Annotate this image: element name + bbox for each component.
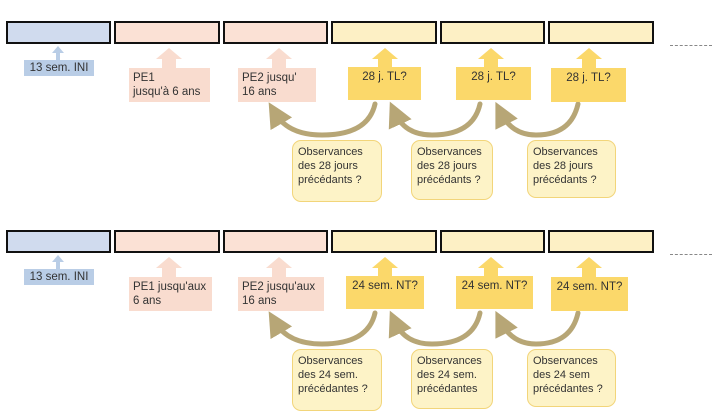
up-arrow-tl-3 [576,48,602,68]
up-arrow-ini [52,255,64,269]
timeline-segment-ini [6,21,111,44]
label-ini: 13 sem. INI [24,269,94,285]
timeline-segment-tl-2 [440,21,545,44]
label-nt-1: 24 sem. NT? [346,276,424,309]
label-pe2: PE2 jusqu'aux 16 ans [238,277,324,311]
timeline-segment-pe1 [114,230,220,253]
timeline-segment-pe2 [223,230,328,253]
up-arrow-nt-2 [478,257,504,277]
observance-note-1: Observances des 28 jours précédants ? [292,140,382,202]
up-arrow-tl-1 [372,48,398,68]
curved-arrow-3 [495,101,581,138]
curved-arrow-1 [268,310,378,347]
label-nt-2: 24 sem. NT? [456,276,533,309]
up-arrow-pe1 [156,48,182,68]
label-nt-3: 24 sem. NT? [551,277,628,311]
label-tl-1: 28 j. TL? [348,67,421,100]
up-arrow-pe1 [156,257,182,277]
observance-note-2: Observances des 28 jours précédants ? [411,140,493,200]
timeline-continuation [670,45,712,46]
observance-note-3: Observances des 28 jours précédants ? [527,140,616,198]
up-arrow-pe2 [266,257,292,277]
up-arrow-tl-2 [478,48,504,68]
timeline-segment-tl-1 [331,21,437,44]
timeline-segment-ini [6,230,111,253]
curved-arrow-3 [495,310,581,347]
observance-note-1: Observances des 24 sem. précédantes ? [292,349,382,411]
timeline-segment-pe1 [114,21,220,44]
timeline-segment-nt-2 [440,230,545,253]
label-tl-3: 28 j. TL? [551,68,626,102]
observance-note-3: Observances des 24 sem précédantes ? [527,349,616,407]
label-pe1: PE1 jusqu'à 6 ans [129,68,210,102]
curved-arrow-1 [268,101,378,138]
up-arrow-nt-3 [576,257,602,277]
up-arrow-pe2 [266,48,292,68]
up-arrow-nt-1 [372,257,398,277]
label-ini: 13 sem. INI [24,60,94,76]
observance-note-2: Observances des 24 sem. précédantes [411,349,493,409]
label-tl-2: 28 j. TL? [456,67,531,100]
curved-arrow-2 [388,101,483,138]
timeline-segment-nt-3 [548,230,654,253]
label-pe1: PE1 jusqu'aux 6 ans [129,277,212,311]
timeline-segment-nt-1 [331,230,437,253]
timeline-segment-tl-3 [548,21,654,44]
timeline-continuation [670,254,712,255]
label-pe2: PE2 jusqu' 16 ans [238,68,316,102]
up-arrow-ini [52,46,64,60]
timeline-segment-pe2 [223,21,328,44]
curved-arrow-2 [388,310,483,347]
